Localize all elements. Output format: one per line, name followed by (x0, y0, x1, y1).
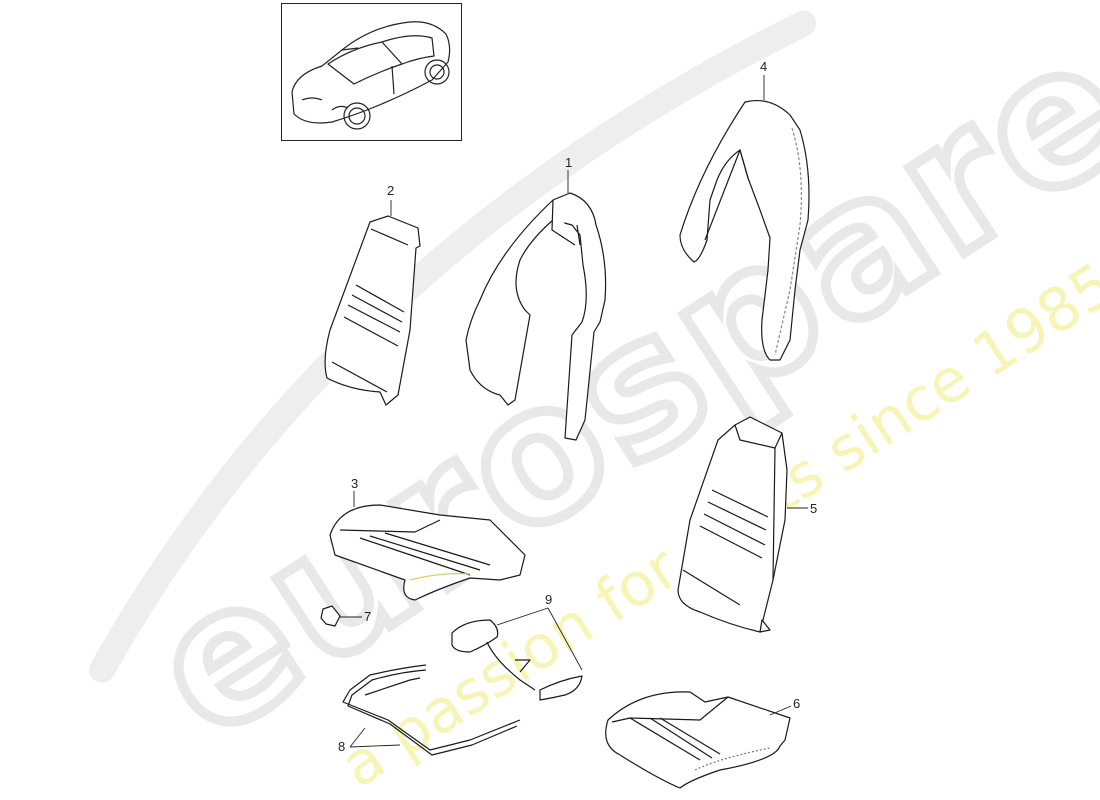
callout-7[interactable]: 7 (364, 609, 372, 624)
callout-1[interactable]: 1 (565, 155, 573, 170)
leader-lines (340, 75, 808, 748)
car-thumbnail-icon (291, 21, 451, 130)
part-1-backrest-frame[interactable] (465, 192, 607, 441)
part-9-sensor-mats[interactable] (451, 619, 583, 701)
callout-3[interactable]: 3 (351, 476, 359, 491)
part-2-backrest-padding[interactable] (324, 215, 421, 406)
part-8-seat-frame-trim[interactable] (342, 664, 521, 756)
callout-2[interactable]: 2 (387, 183, 395, 198)
car-thumbnail (281, 3, 462, 141)
part-7-clip[interactable] (320, 605, 341, 627)
callout-6[interactable]: 6 (793, 696, 801, 711)
callout-5[interactable]: 5 (810, 501, 818, 516)
part-5-backrest-cover[interactable] (677, 416, 788, 633)
callout-8[interactable]: 8 (338, 739, 346, 754)
callout-4[interactable]: 4 (760, 59, 768, 74)
callout-9[interactable]: 9 (545, 592, 553, 607)
part-3-seat-cushion[interactable] (329, 504, 526, 601)
part-4-backrest-frame-stitched[interactable] (679, 99, 810, 361)
part-6-seat-cushion-cover[interactable] (605, 691, 791, 789)
